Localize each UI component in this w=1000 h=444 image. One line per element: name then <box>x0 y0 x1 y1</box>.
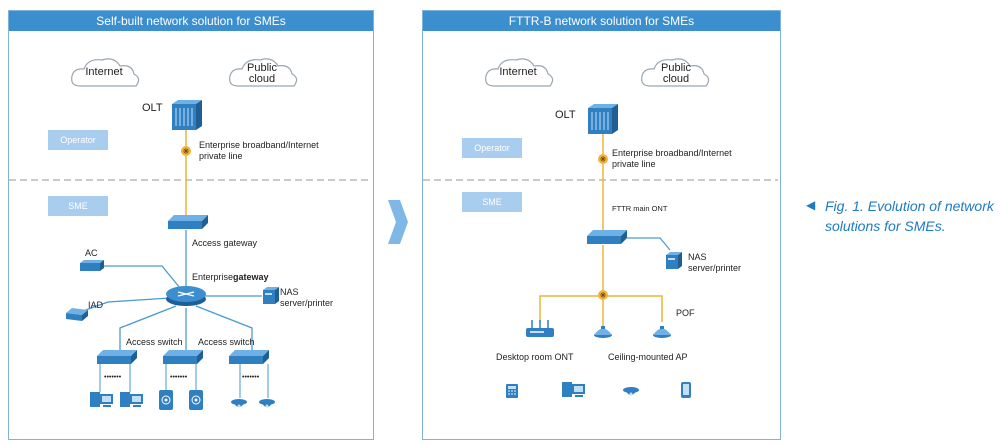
right-panel-title: FTTR-B network solution for SMEs <box>423 11 780 31</box>
left-operator-tag: Operator <box>48 130 108 150</box>
left-internet-label: Internet <box>85 66 123 78</box>
left-sme-tag: SME <box>48 196 108 216</box>
ac-label: AC <box>85 248 98 258</box>
right-line-label: Enterprise broadband/Internet private li… <box>612 148 732 169</box>
main-ont-label: FTTR main ONT <box>612 204 668 213</box>
right-sme-tag: SME <box>462 192 522 212</box>
transition-arrow-icon <box>388 200 408 244</box>
enterprise-gateway-prefix: Enterprise <box>192 272 234 282</box>
enterprise-gateway-bold: gateway <box>233 272 269 282</box>
enterprise-gateway-label: Enterprisegateway <box>192 272 269 282</box>
dots-2: ••••••• <box>170 374 188 381</box>
access-switch-label-1: Access switch <box>126 337 183 347</box>
figure-caption: Fig. 1. Evolution of network solutions f… <box>825 196 1000 236</box>
left-panel-title: Self-built network solution for SMEs <box>9 11 373 31</box>
right-nas-label: NAS server/printer <box>688 252 742 273</box>
right-public-cloud-label: Public cloud <box>661 62 691 85</box>
figure-caption-text: Fig. 1. Evolution of network solutions f… <box>825 198 994 234</box>
pof-label: POF <box>676 308 695 318</box>
right-olt-label: OLT <box>555 109 576 121</box>
left-panel: Self-built network solution for SMEs <box>8 10 374 440</box>
dots-1: ••••••• <box>104 374 122 381</box>
ceiling-ap-label: Ceiling-mounted AP <box>608 352 688 362</box>
left-public-cloud-label: Public cloud <box>247 62 277 85</box>
left-olt-label: OLT <box>142 102 163 114</box>
iad-label: IAD <box>88 300 104 310</box>
left-line-label: Enterprise broadband/Internet private li… <box>199 140 319 161</box>
caption-pointer-icon: ◀ <box>806 198 816 212</box>
dots-3: ••••••• <box>242 374 260 381</box>
access-switch-label-2: Access switch <box>198 337 255 347</box>
desktop-ont-label: Desktop room ONT <box>496 352 574 362</box>
right-panel: FTTR-B network solution for SMEs <box>422 10 781 440</box>
left-nas-label: NAS server/printer <box>280 287 334 308</box>
right-operator-tag: Operator <box>462 138 522 158</box>
access-gateway-label: Access gateway <box>192 238 258 248</box>
right-internet-label: Internet <box>499 66 537 78</box>
